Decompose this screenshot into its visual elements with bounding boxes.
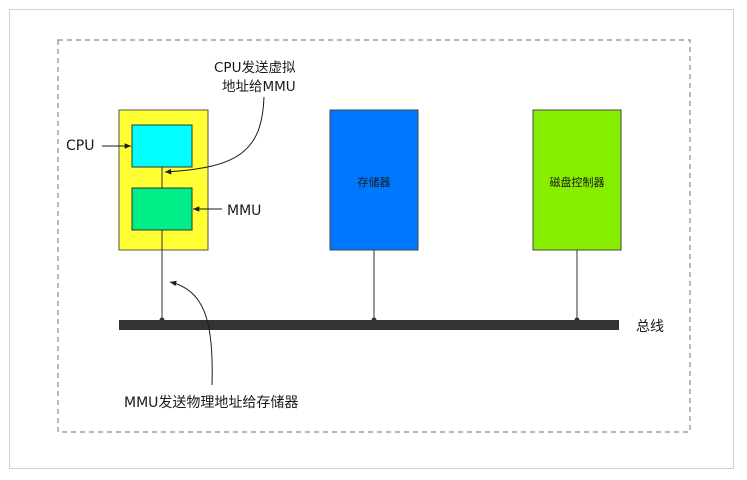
disk-controller-box xyxy=(532,109,622,251)
system-boundary xyxy=(57,39,691,433)
system-bus-bar xyxy=(119,320,619,330)
memory-label: 存储器 xyxy=(358,175,391,189)
mmu-box xyxy=(131,187,193,231)
bus-label: 总线 xyxy=(636,319,664,335)
disk-controller-label: 磁盘控制器 xyxy=(550,175,605,189)
cpu-note-line1: CPU发送虚拟 xyxy=(214,60,296,76)
memory-box xyxy=(329,109,419,251)
physical-address-arrow xyxy=(169,280,213,386)
cpu-note-line2: 地址给MMU xyxy=(222,79,296,95)
mmu-label: MMU xyxy=(227,203,261,219)
cpu-core-box xyxy=(131,124,193,168)
mmu-physical-note: MMU发送物理地址给存储器 xyxy=(124,395,298,411)
virtual-address-arrow xyxy=(164,96,265,175)
cpu-label: CPU xyxy=(66,138,94,154)
